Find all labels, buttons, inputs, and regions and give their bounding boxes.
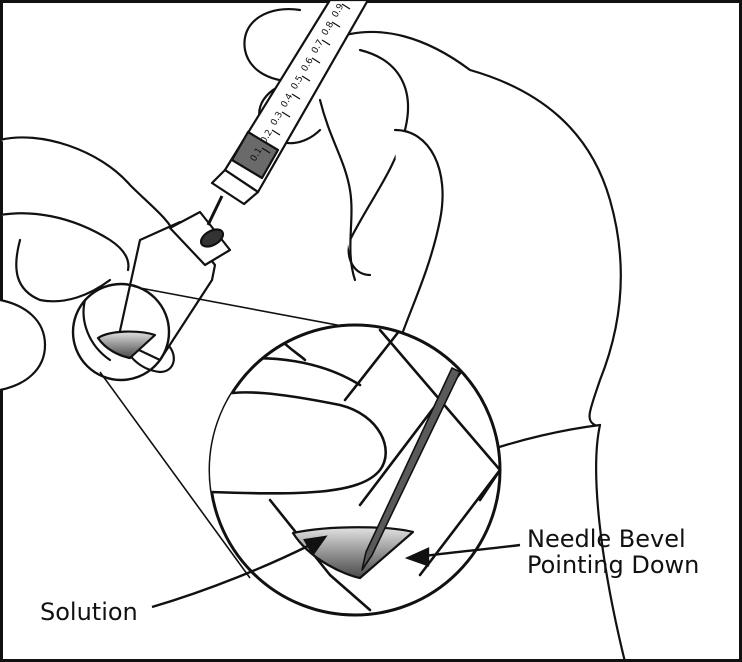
syringe [206, 0, 370, 226]
zoom-detail [210, 328, 500, 612]
solution-label: Solution [40, 598, 138, 626]
arrow-needle-bevel [404, 543, 521, 567]
vial [96, 210, 232, 362]
needle-bevel-label-line1: Needle Bevel [527, 525, 686, 553]
needle-bevel-label-line2: Pointing Down [527, 551, 700, 579]
detail-callout-small [71, 282, 171, 382]
left-hand [0, 136, 177, 392]
needle-bevel-label: Needle Bevel Pointing Down [527, 526, 699, 578]
arrow-solution [151, 535, 328, 609]
